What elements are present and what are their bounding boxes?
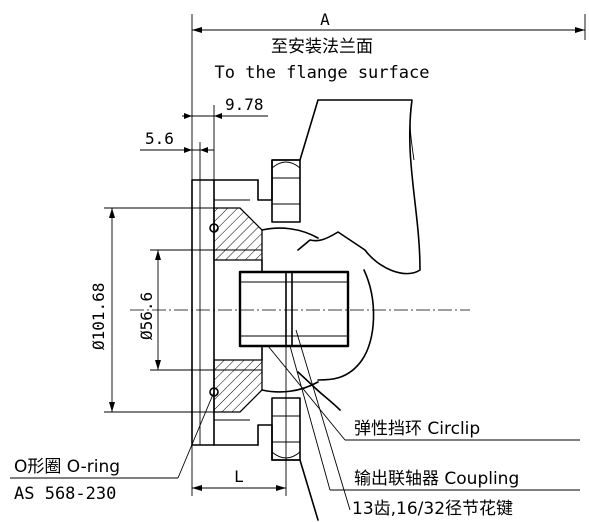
dim-56-label: 5.6 bbox=[145, 129, 174, 148]
dim-101-label: Ø101.68 bbox=[89, 283, 108, 350]
circlip-label: 弹性挡环 Circlip bbox=[354, 419, 480, 439]
oring-label: O形圈 O-ring bbox=[14, 457, 120, 477]
coupling bbox=[238, 259, 350, 361]
bolt-top bbox=[271, 159, 301, 223]
adapter-section-bottom bbox=[213, 359, 263, 413]
dim-101 bbox=[104, 207, 214, 413]
coupling-label: 输出联轴器 Coupling bbox=[354, 469, 519, 489]
dim-566 bbox=[150, 249, 262, 371]
spline-label: 13齿,16/32径节花键 bbox=[352, 499, 513, 519]
dim-978-label: 9.78 bbox=[225, 95, 264, 114]
dim-a-label: A bbox=[320, 10, 330, 29]
dim-566-label: Ø56.6 bbox=[137, 292, 156, 340]
oring-spec-label: AS 568-230 bbox=[14, 484, 116, 504]
flange-label-en: To the flange surface bbox=[215, 63, 430, 83]
dim-978 bbox=[182, 105, 268, 180]
adapter-section-top bbox=[213, 207, 263, 261]
flange-plate bbox=[191, 179, 259, 446]
dim-56 bbox=[140, 142, 214, 180]
housing-break bbox=[261, 227, 319, 393]
dim-l bbox=[191, 346, 287, 496]
oring-top bbox=[209, 223, 219, 233]
dim-l-label: L bbox=[234, 467, 244, 486]
leaders bbox=[10, 329, 580, 511]
oring-bottom bbox=[209, 387, 219, 397]
flange-label-cn: 至安装法兰面 bbox=[271, 37, 373, 57]
dim-a bbox=[191, 14, 586, 180]
